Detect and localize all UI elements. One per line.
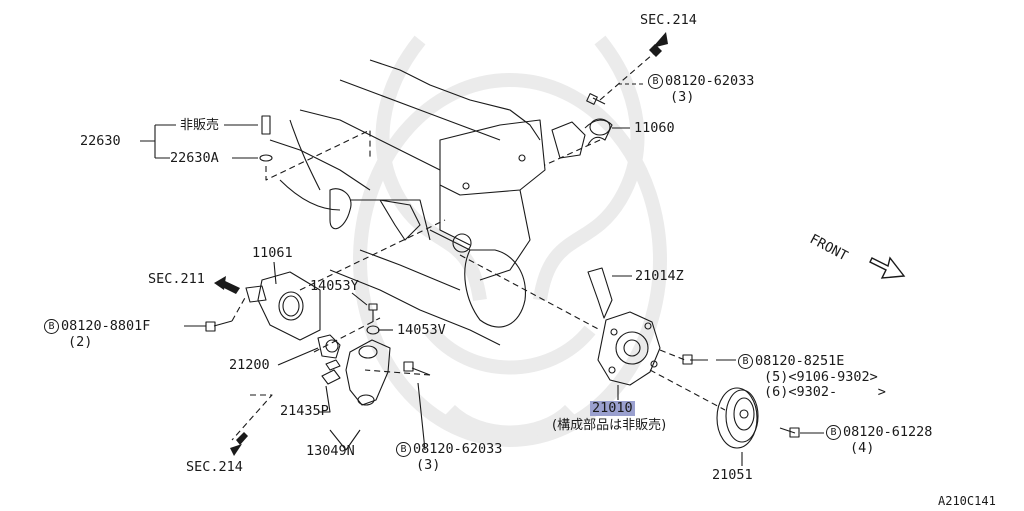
assembly-lines — [231, 47, 726, 441]
bolt-bottom — [403, 361, 431, 376]
front-arrow — [869, 256, 906, 279]
bolt-pulley-qty: (4) — [850, 440, 875, 456]
pulley-21051 — [716, 387, 759, 449]
bolt-left-qty: (2) — [68, 334, 93, 350]
part-13049N-label[interactable]: 13049N — [306, 443, 355, 459]
bolt-pump-code: 08120-8251E — [755, 353, 845, 369]
bolt-b-icon: B — [648, 74, 663, 89]
part-21010-label[interactable]: 21010 — [590, 400, 635, 416]
bolt-pump-qty1: (5)<9106-9302> — [764, 369, 878, 385]
sec214-bottom-label[interactable]: SEC.214 — [186, 459, 243, 475]
water-outlet-11060 — [551, 118, 613, 159]
bolt-bottom-qty: (3) — [416, 457, 441, 473]
sec214-bottom-arrow — [230, 432, 248, 456]
bolt-left — [205, 320, 233, 332]
gasket-21435P — [321, 359, 341, 385]
leader-lines — [140, 83, 824, 466]
bolt-bottom-code: 08120-62033 — [413, 441, 503, 457]
part-14053V-label[interactable]: 14053V — [397, 322, 446, 338]
bolt-b-icon: B — [826, 425, 841, 440]
bolt-pump-qty2: (6)<9302- > — [764, 384, 886, 400]
bolt-top — [586, 93, 606, 105]
part-22630-label[interactable]: 22630 — [80, 133, 121, 149]
housing-11061 — [245, 271, 321, 341]
bolt-top-code: 08120-62033 — [665, 73, 755, 89]
bolt-14053Y — [368, 303, 378, 322]
part-22630A-label[interactable]: 22630A — [170, 150, 219, 166]
bolt-b-icon: B — [44, 319, 59, 334]
sec211-arrow — [214, 276, 240, 294]
part-14053Y-label[interactable]: 14053Y — [310, 278, 359, 294]
part-11060-label[interactable]: 11060 — [634, 120, 675, 136]
engine-block — [269, 59, 546, 346]
thermostat-21200 — [317, 334, 341, 359]
sec214-top-label[interactable]: SEC.214 — [640, 12, 697, 28]
bolt-b-icon: B — [396, 442, 411, 457]
sec211-label[interactable]: SEC.211 — [148, 271, 205, 287]
part-21010-note: (構成部品は非販売) — [552, 418, 667, 433]
bolt-left-code: 08120-8801F — [61, 318, 151, 334]
bolt-top-qty: (3) — [670, 89, 695, 105]
gasket-21014Z — [587, 267, 613, 319]
part-22630-not-sold-label: 非販売 — [180, 118, 220, 133]
bolt-pulley-code: 08120-61228 — [843, 424, 933, 440]
water-pump-21010 — [597, 311, 661, 386]
housing-13049N — [345, 339, 391, 406]
bolt-pulley — [779, 427, 800, 438]
part-21051-label[interactable]: 21051 — [712, 467, 753, 483]
part-21200-label[interactable]: 21200 — [229, 357, 270, 373]
figure-id: A210C141 — [938, 494, 996, 508]
sec214-top-arrow — [649, 32, 668, 57]
bolt-pump — [682, 354, 708, 365]
part-21435P-label[interactable]: 21435P — [280, 403, 329, 419]
part-21014Z-label[interactable]: 21014Z — [635, 268, 684, 284]
sensor-22630 — [259, 115, 273, 162]
bolt-b-icon: B — [738, 354, 753, 369]
part-11061-label[interactable]: 11061 — [252, 245, 293, 261]
